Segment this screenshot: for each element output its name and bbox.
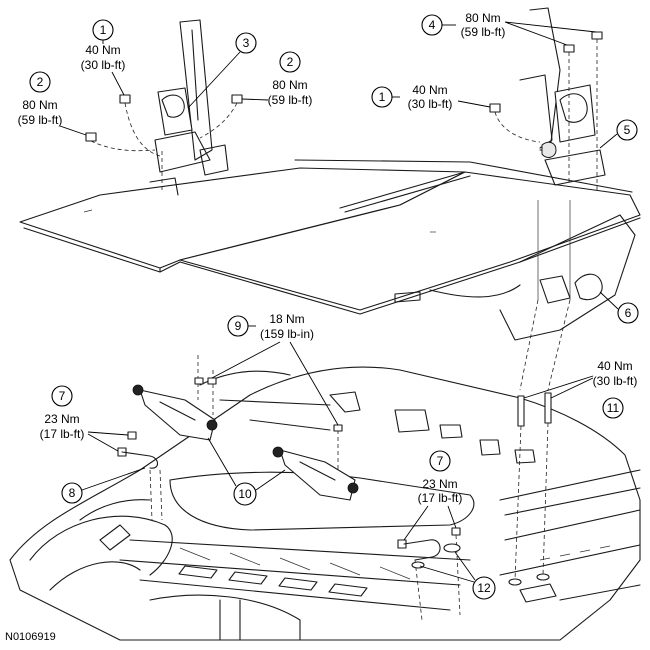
torque-imperial: (59 lb-ft) [461,25,506,39]
callout-number: 8 [69,486,76,500]
torque-imperial: (17 lb-ft) [418,491,463,505]
bolt-icon [231,94,243,104]
bolt-icon [563,44,575,53]
bolt-icon [85,132,97,142]
left-seat-belt-retractor [149,19,229,196]
callout-number: 1 [379,90,386,104]
figure-id: N0106919 [5,631,56,643]
callout-number: 10 [238,487,252,501]
latch-strikers [117,431,461,621]
callout-4: 4 80 Nm (59 lb-ft) [421,11,597,46]
callout-2-left: 2 80 Nm (59 lb-ft) [18,71,87,136]
callout-5: 5 [599,119,638,149]
anchor-studs [508,392,552,586]
callout-number: 12 [477,581,491,595]
callout-number: 2 [287,55,294,69]
callout-number: 5 [624,123,631,137]
callout-7-left: 7 23 Nm (17 lb-ft) [40,385,129,452]
torque-metric: 40 Nm [597,359,632,373]
callout-number: 4 [429,18,436,32]
torque-metric: 80 Nm [465,11,500,25]
callout-1-left: 1 40 Nm (30 lb-ft) [81,19,126,96]
callout-number: 7 [437,454,444,468]
callout-number: 2 [37,75,44,89]
callout-8: 8 [61,467,146,504]
bolt-icon [591,31,603,40]
callout-12: 12 [419,551,496,600]
bolt-icon [119,94,131,104]
torque-metric: 23 Nm [44,412,79,426]
callout-11: 11 40 Nm (30 lb-ft) [523,359,638,419]
callout-9: 9 18 Nm (159 lb-in) [211,312,339,426]
torque-metric: 23 Nm [422,477,457,491]
lower-brackets [132,355,359,501]
callout-number: 6 [625,306,632,320]
callout-3: 3 [187,32,257,109]
torque-metric: 18 Nm [269,312,304,326]
torque-metric: 40 Nm [85,43,120,57]
callout-6: 6 [599,291,639,324]
torque-imperial: (30 lb-ft) [593,374,638,388]
vehicle-floor-pan [9,366,641,641]
callout-1-right: 1 40 Nm (30 lb-ft) [371,83,491,111]
callout-number: 11 [607,401,620,415]
torque-imperial: (59 lb-ft) [18,113,63,127]
bolt-icon [489,103,501,113]
torque-metric: 40 Nm [412,83,447,97]
callout-10: 10 [207,437,286,506]
callout-number: 3 [243,36,250,50]
torque-imperial: (17 lb-ft) [40,427,85,441]
seat-back-panels [19,159,641,341]
callout-number: 7 [59,389,66,403]
torque-imperial: (59 lb-ft) [268,93,313,107]
upper-bolts [85,31,603,391]
callout-2-middle: 2 80 Nm (59 lb-ft) [241,51,313,107]
torque-imperial: (30 lb-ft) [408,97,453,111]
torque-imperial: (159 lb-in) [260,327,314,341]
torque-metric: 80 Nm [272,78,307,92]
right-seat-belt-retractor [519,7,606,186]
callout-7-right: 7 23 Nm (17 lb-ft) [403,450,463,541]
callout-number: 1 [100,23,107,37]
torque-metric: 80 Nm [22,98,57,112]
callout-number: 9 [235,319,242,333]
torque-imperial: (30 lb-ft) [81,58,126,72]
